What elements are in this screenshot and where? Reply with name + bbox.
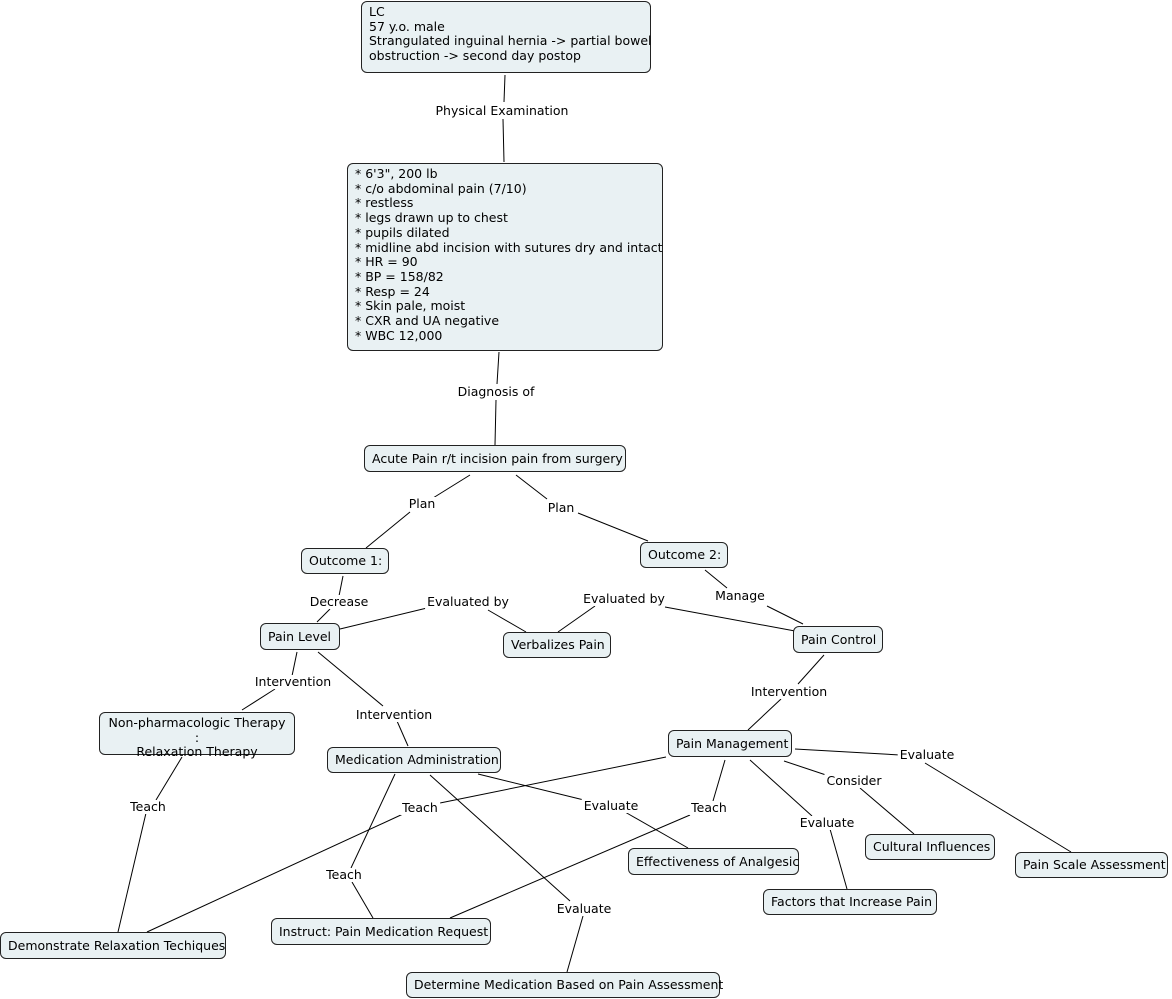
link-label-intervention-1: Intervention	[252, 674, 334, 689]
finding-line: * BP = 158/82	[355, 268, 444, 284]
link-label-consider: Consider	[824, 773, 884, 788]
link-label-manage: Manage	[713, 588, 767, 603]
finding-line: * midline abd incision with sutures dry …	[355, 239, 663, 255]
link-label-evaluated-by-2: Evaluated by	[581, 591, 667, 606]
link-label-evaluated-by-1: Evaluated by	[425, 594, 511, 609]
link-label-teach-4: Teach	[689, 800, 729, 815]
link-label-plan-right: Plan	[545, 500, 577, 515]
concept-patient-summary[interactable]: LC 57 y.o. male Strangulated inguinal he…	[361, 1, 652, 73]
concept-non-pharmacologic-therapy[interactable]: Non-pharmacologic Therapy : Relaxation T…	[99, 712, 295, 759]
finding-line: * HR = 90	[355, 254, 418, 270]
link-label-evaluate-3: Evaluate	[797, 815, 857, 830]
link-label-physical-examination: Physical Examination	[433, 103, 571, 118]
finding-line: * WBC 12,000	[355, 327, 443, 343]
concept-outcome-2[interactable]: Outcome 2:	[640, 542, 728, 568]
link-label-decrease: Decrease	[307, 594, 371, 609]
finding-line: * CXR and UA negative	[355, 313, 500, 329]
concept-instruct-pain-medication-request[interactable]: Instruct: Pain Medication Request	[271, 918, 491, 945]
concept-factors-increase-pain[interactable]: Factors that Increase Pain	[763, 889, 937, 915]
link-label-evaluate-2: Evaluate	[554, 901, 614, 916]
patient-line: LC	[369, 4, 385, 19]
link-label-evaluate-4: Evaluate	[897, 747, 957, 762]
link-label-evaluate-1: Evaluate	[581, 798, 641, 813]
concept-demonstrate-relaxation[interactable]: Demonstrate Relaxation Techiques	[0, 932, 226, 959]
concept-effectiveness-of-analgesic[interactable]: Effectiveness of Analgesic	[628, 848, 799, 875]
finding-line: * legs drawn up to chest	[355, 210, 508, 226]
non-pharm-line: Relaxation Therapy	[136, 744, 258, 760]
patient-line: obstruction -> second day postop	[369, 48, 581, 64]
link-label-intervention-2: Intervention	[353, 707, 435, 722]
concept-outcome-1[interactable]: Outcome 1:	[301, 548, 389, 574]
link-label-diagnosis-of: Diagnosis of	[455, 384, 537, 399]
finding-line: * Resp = 24	[355, 283, 430, 299]
link-label-teach-1: Teach	[128, 799, 168, 814]
link-label-intervention-3: Intervention	[748, 684, 830, 699]
non-pharm-line: Non-pharmacologic Therapy :	[108, 715, 286, 745]
concept-verbalizes-pain[interactable]: Verbalizes Pain	[503, 632, 611, 658]
concept-pain-control[interactable]: Pain Control	[793, 626, 883, 653]
concept-pain-scale-assessment[interactable]: Pain Scale Assessment	[1015, 852, 1168, 878]
patient-line: 57 y.o. male	[369, 18, 445, 34]
finding-line: * c/o abdominal pain (7/10)	[355, 180, 527, 196]
finding-line: * Skin pale, moist	[355, 298, 466, 314]
finding-line: * pupils dilated	[355, 224, 450, 240]
concept-physical-findings[interactable]: * 6'3", 200 lb * c/o abdominal pain (7/1…	[347, 163, 663, 351]
concept-medication-administration[interactable]: Medication Administration	[327, 747, 501, 773]
concept-pain-level[interactable]: Pain Level	[260, 623, 340, 650]
patient-line: Strangulated inguinal hernia -> partial …	[369, 33, 652, 49]
link-label-teach-2: Teach	[400, 800, 440, 815]
link-label-teach-3: Teach	[324, 867, 364, 882]
link-label-plan-left: Plan	[406, 496, 438, 511]
concept-pain-management[interactable]: Pain Management	[668, 730, 792, 757]
finding-line: * restless	[355, 195, 414, 211]
concept-cultural-influences[interactable]: Cultural Influences	[865, 834, 995, 860]
concept-determine-medication[interactable]: Determine Medication Based on Pain Asses…	[406, 972, 723, 998]
finding-line: * 6'3", 200 lb	[355, 166, 438, 181]
concept-acute-pain[interactable]: Acute Pain r/t incision pain from surger…	[364, 445, 626, 472]
